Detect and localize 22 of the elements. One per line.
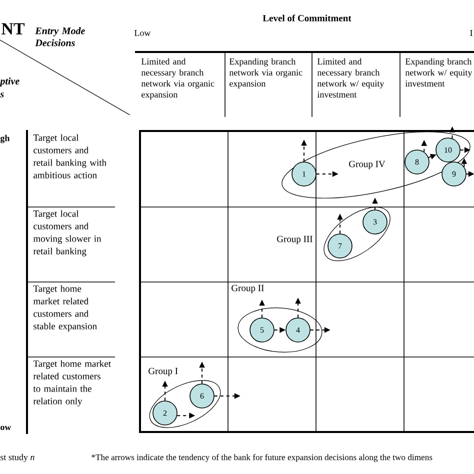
axis-title: s	[0, 92, 4, 98]
row-header: Target local customers and retail banking with ambitious action	[33, 134, 106, 178]
row-header: Target local customers and moving slower in retail banking	[33, 210, 102, 256]
footnote: *The arrows indicate the tendency of the bank for future expansion decisions along the two dimens	[92, 454, 432, 462]
axis-end-label: gh	[0, 134, 10, 144]
row-header: Target home market related customers to maintain the relation only	[33, 360, 111, 406]
axis-title: Level of Commitment	[262, 14, 352, 22]
row-header: Target home market related customers and stable expansion	[33, 285, 97, 332]
dashed-arrow	[466, 171, 474, 177]
axis-end-label: ow	[0, 426, 12, 430]
node-label: Group III	[277, 236, 312, 244]
axis-end-label: Low	[134, 30, 151, 36]
corner-heading: NT	[2, 23, 25, 34]
node-label: Group I	[148, 368, 178, 376]
column-header: Limited and necessary branch network w/ equity investment	[317, 58, 384, 98]
node-label: Group II	[232, 284, 264, 294]
axis-title: Entry Mode Decisions	[35, 27, 85, 46]
axis-end-label: I	[470, 30, 472, 36]
column-header: Expanding branch network via organic expansion	[229, 58, 302, 88]
footnote: st study n	[0, 454, 34, 462]
column-header: Expanding branch network w/ equity investment	[405, 58, 472, 87]
column-header: Limited and necessary branch network via organic expansion	[141, 58, 214, 100]
